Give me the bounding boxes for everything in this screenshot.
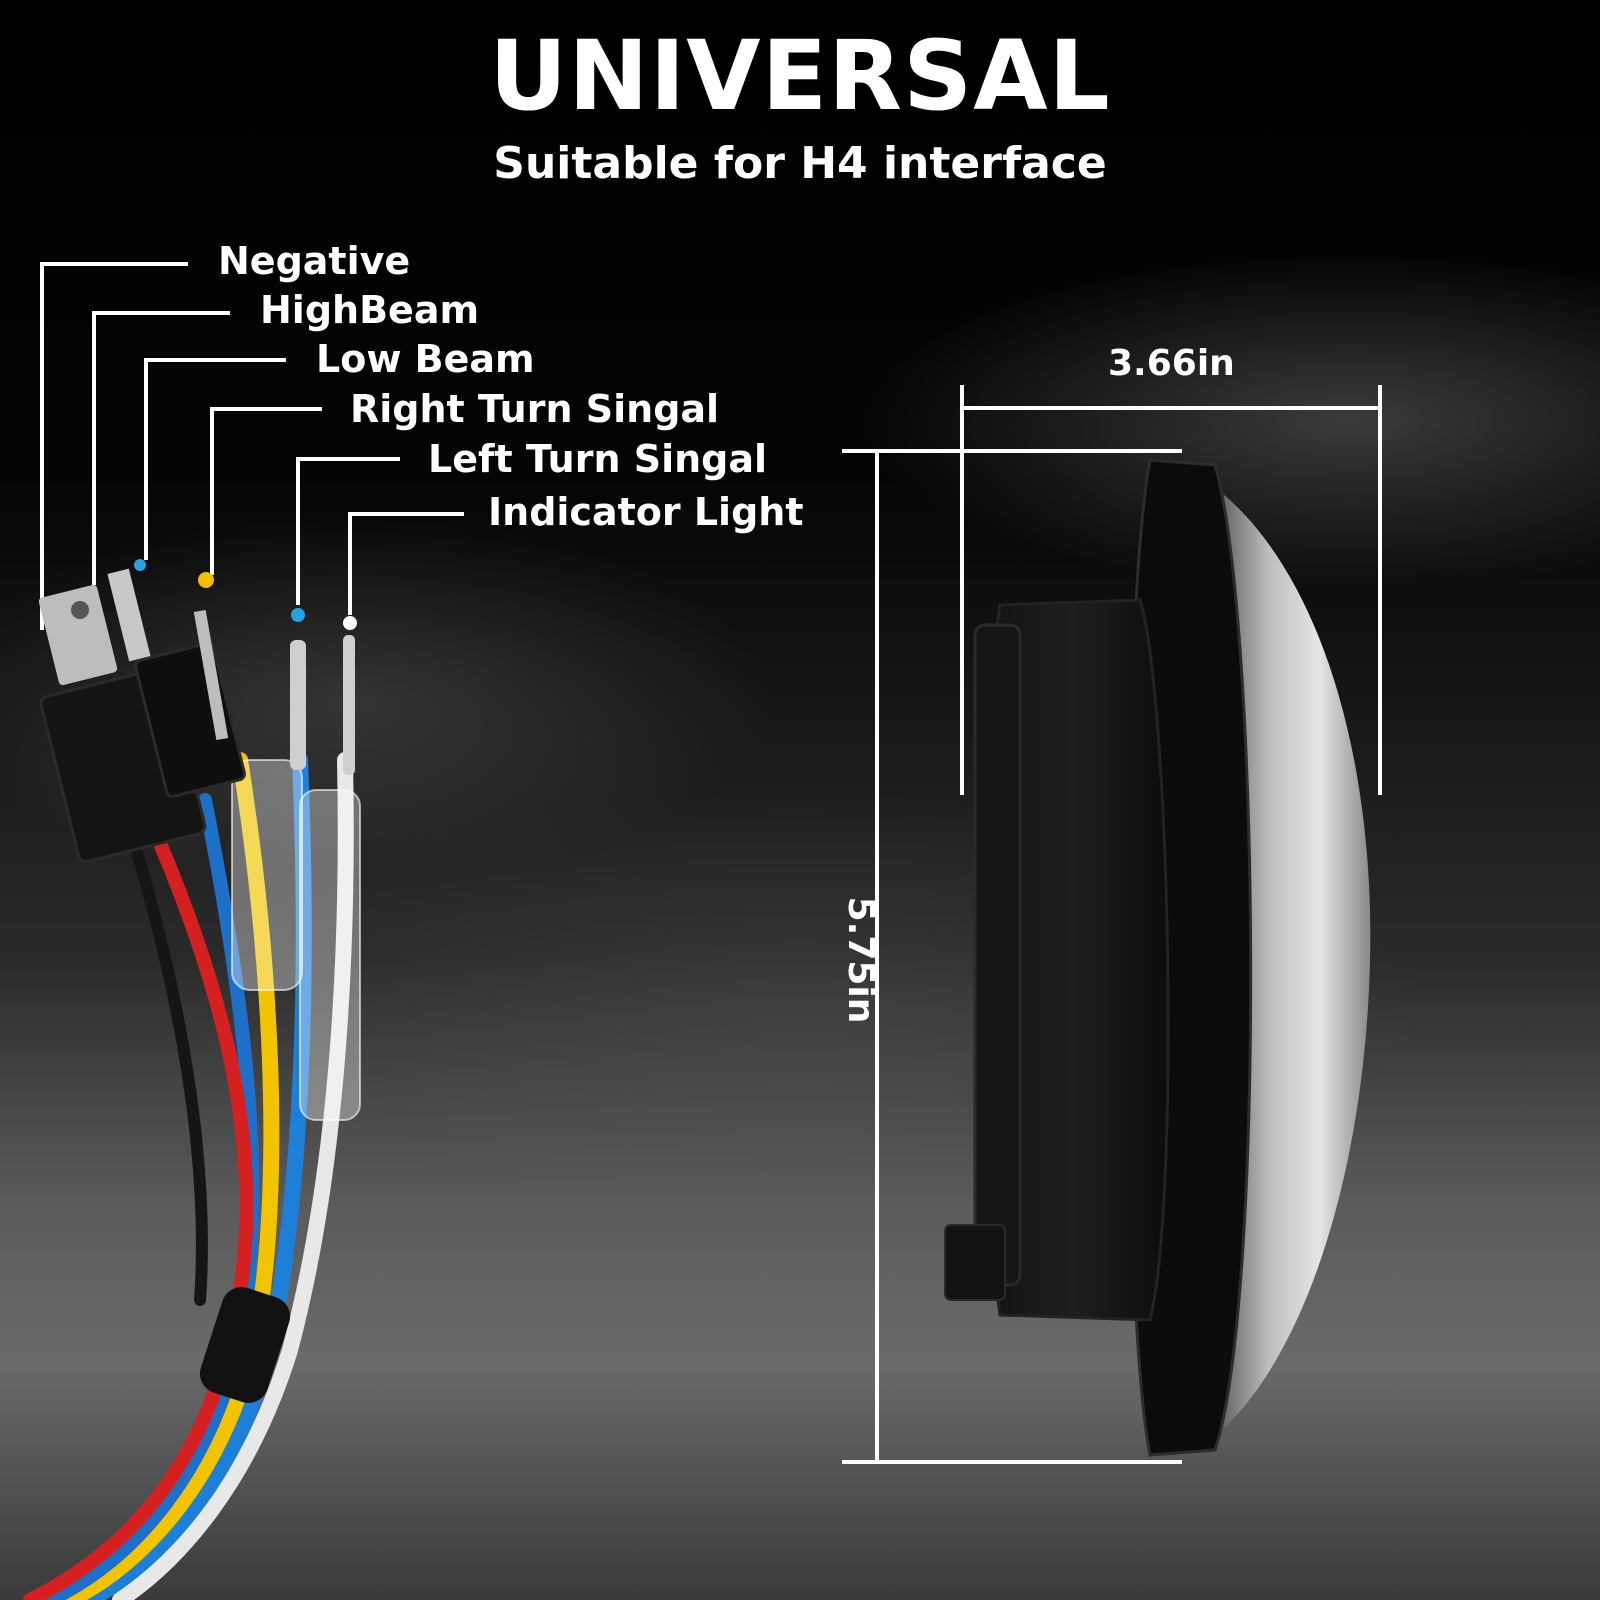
h4-connector <box>38 568 355 864</box>
page-subtitle: Suitable for H4 interface <box>493 138 1107 189</box>
leader-lowbeam <box>144 358 286 560</box>
label-left-turn: Left Turn Singal <box>428 437 768 481</box>
wire-white <box>112 752 354 1600</box>
wire-black <box>124 824 208 1306</box>
label-right-turn: Right Turn Singal <box>350 387 720 431</box>
dot-left-turn <box>291 608 305 622</box>
callout-lines <box>40 262 464 630</box>
dot-low-beam <box>134 559 146 571</box>
headlight-back-plate <box>973 623 1022 1287</box>
diameter-dimension: 5.75in <box>840 896 881 1024</box>
dimension-lines <box>842 385 1382 1464</box>
label-indicator-light: Indicator Light <box>488 490 804 534</box>
dot-indicator <box>343 616 357 630</box>
label-highbeam: HighBeam <box>260 288 480 332</box>
leader-indicator <box>348 512 464 615</box>
dot-right-turn <box>198 572 214 588</box>
page-title: UNIVERSAL <box>489 20 1111 132</box>
label-low-beam: Low Beam <box>316 337 535 381</box>
leader-right-turn <box>210 407 322 575</box>
leader-highbeam <box>92 311 230 585</box>
headlight <box>944 458 1371 1457</box>
mount-tab-bottom <box>944 1224 1006 1301</box>
leader-left-turn <box>296 457 400 605</box>
heat-shrink-1 <box>231 759 303 991</box>
depth-dimension: 3.66in <box>1108 343 1235 384</box>
label-negative: Negative <box>218 239 411 283</box>
leader-negative <box>40 262 188 630</box>
heat-shrink-2 <box>299 789 361 1121</box>
harness-sleeve <box>199 1287 291 1403</box>
